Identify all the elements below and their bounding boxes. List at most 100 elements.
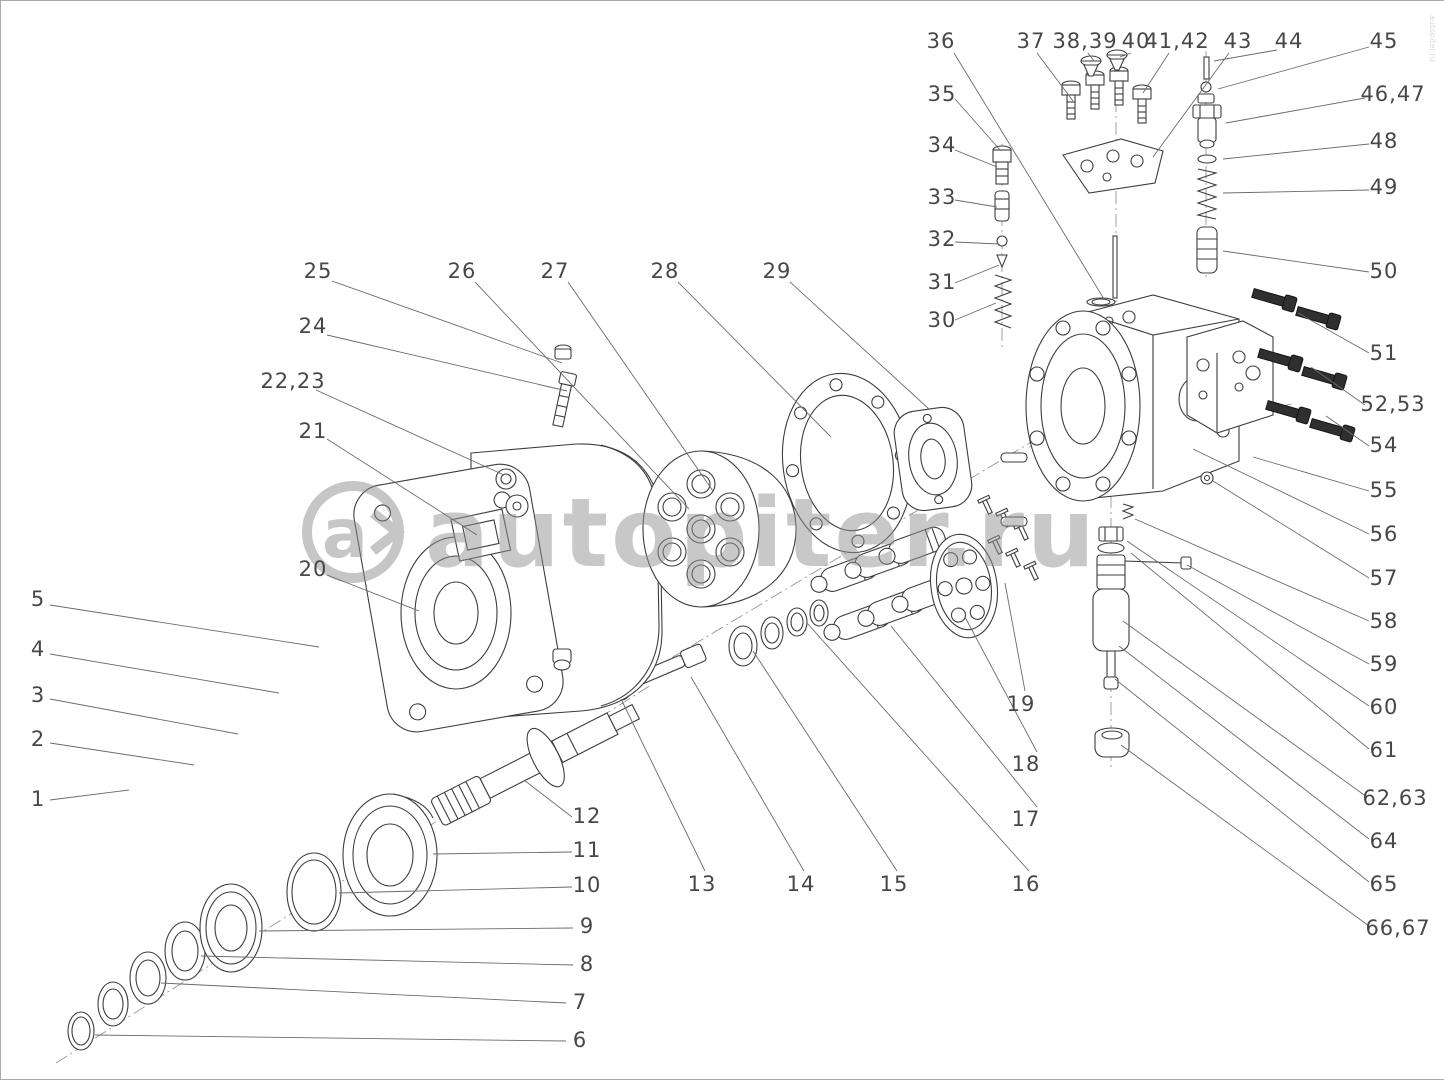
part-label-41-42: 41,42 bbox=[1144, 29, 1210, 53]
screw-57 bbox=[1200, 471, 1214, 485]
part-label-61: 61 bbox=[1369, 738, 1399, 762]
leader-line-24 bbox=[326, 334, 568, 392]
part-label-58: 58 bbox=[1369, 609, 1399, 633]
part-label-29: 29 bbox=[762, 259, 792, 283]
leader-line-46-47 bbox=[1225, 97, 1366, 124]
part-label-57: 57 bbox=[1369, 566, 1399, 590]
leader-line-25 bbox=[331, 280, 563, 364]
screws-38-40 bbox=[1080, 49, 1128, 77]
part-label-19: 19 bbox=[1006, 692, 1036, 716]
part-label-12: 12 bbox=[572, 804, 602, 828]
bolts-51-54 bbox=[1251, 288, 1356, 443]
leader-line-38-39 bbox=[1087, 52, 1095, 62]
leader-line-29 bbox=[789, 281, 930, 410]
valve-stack-30-35 bbox=[992, 145, 1013, 329]
part-label-34: 34 bbox=[927, 133, 957, 157]
stud-24-bolt-25 bbox=[552, 344, 578, 428]
leader-line-37 bbox=[1036, 52, 1074, 102]
leader-line-20 bbox=[326, 574, 420, 612]
leader-line-4 bbox=[49, 653, 280, 694]
leader-line-40 bbox=[1119, 52, 1132, 58]
part-label-28: 28 bbox=[650, 259, 680, 283]
leader-line-65 bbox=[1114, 678, 1370, 883]
leader-line-57 bbox=[1212, 480, 1370, 579]
leader-line-28 bbox=[677, 281, 832, 438]
watermark: a autopiter.ru autopiter.ru bbox=[302, 15, 1437, 589]
leader-line-44 bbox=[1213, 49, 1278, 62]
leader-line-7 bbox=[160, 982, 567, 1004]
part-label-44: 44 bbox=[1274, 29, 1304, 53]
part-label-8: 8 bbox=[579, 952, 595, 976]
lower-valve-58-67 bbox=[1092, 503, 1192, 758]
leader-line-58 bbox=[1134, 518, 1370, 622]
leader-line-56 bbox=[1192, 448, 1370, 535]
leader-line-54 bbox=[1325, 415, 1370, 447]
part-label-55: 55 bbox=[1369, 478, 1399, 502]
leader-line-60 bbox=[1126, 540, 1370, 707]
parts-group bbox=[67, 49, 1356, 1051]
leader-line-62-63 bbox=[1122, 620, 1368, 798]
part-label-21: 21 bbox=[298, 419, 328, 443]
part-label-48: 48 bbox=[1369, 129, 1399, 153]
leader-line-36 bbox=[953, 52, 1105, 300]
leader-line-41-42 bbox=[1142, 52, 1170, 94]
leader-line-61 bbox=[1130, 552, 1370, 750]
part-label-43: 43 bbox=[1223, 29, 1253, 53]
leader-line-33 bbox=[954, 199, 998, 208]
part-label-52-53: 52,53 bbox=[1360, 392, 1426, 416]
part-label-31: 31 bbox=[927, 270, 957, 294]
part-label-56: 56 bbox=[1369, 522, 1399, 546]
leader-line-6 bbox=[94, 1034, 567, 1042]
leader-line-22-23 bbox=[315, 389, 505, 476]
locating-pins bbox=[1000, 452, 1028, 527]
retainer-plate-18 bbox=[929, 533, 999, 639]
part-label-54: 54 bbox=[1369, 433, 1399, 457]
leader-line-52-53 bbox=[1310, 366, 1366, 406]
leader-line-45 bbox=[1217, 46, 1370, 90]
bolts-37-41-42 bbox=[1061, 66, 1152, 124]
watermark-corner-text: autopiter.ru bbox=[1428, 15, 1437, 62]
part-label-14: 14 bbox=[786, 872, 816, 896]
leader-line-21 bbox=[326, 438, 478, 536]
seat-48 bbox=[1197, 154, 1217, 164]
part-label-26: 26 bbox=[447, 259, 477, 283]
housing-20-21 bbox=[353, 443, 663, 733]
spring-49 bbox=[1195, 168, 1219, 220]
part-label-37: 37 bbox=[1016, 29, 1046, 53]
watermark-logo-arrow bbox=[369, 509, 406, 555]
leader-line-64 bbox=[1118, 645, 1370, 840]
leader-line-30 bbox=[954, 302, 997, 321]
valve-plate-29 bbox=[893, 406, 973, 512]
leader-line-55 bbox=[1252, 456, 1370, 492]
part-label-60: 60 bbox=[1369, 695, 1399, 719]
leader-line-15 bbox=[752, 650, 898, 872]
part-label-62-63: 62,63 bbox=[1362, 786, 1428, 810]
leader-line-49 bbox=[1222, 189, 1370, 194]
fitting-46-47 bbox=[1192, 104, 1222, 149]
part-label-22-23: 22,23 bbox=[260, 369, 326, 393]
part-label-20: 20 bbox=[298, 557, 328, 581]
part-label-9: 9 bbox=[579, 914, 595, 938]
part-label-49: 49 bbox=[1369, 175, 1399, 199]
part-label-30: 30 bbox=[927, 308, 957, 332]
pistons-17 bbox=[810, 526, 959, 641]
part-label-36: 36 bbox=[926, 29, 956, 53]
control-valve-block-55 bbox=[1186, 320, 1274, 434]
part-label-13: 13 bbox=[687, 872, 717, 896]
part-label-35: 35 bbox=[927, 82, 957, 106]
part-label-7: 7 bbox=[572, 990, 588, 1014]
part-label-18: 18 bbox=[1011, 752, 1041, 776]
leader-line-50 bbox=[1222, 250, 1370, 273]
part-label-11: 11 bbox=[572, 838, 602, 862]
part-label-17: 17 bbox=[1011, 807, 1041, 831]
leader-line-35 bbox=[954, 98, 1002, 152]
part-label-4: 4 bbox=[30, 637, 46, 661]
leader-line-66-67 bbox=[1120, 744, 1370, 927]
part-label-2: 2 bbox=[30, 727, 46, 751]
leader-line-10 bbox=[338, 886, 573, 894]
bearing-11 bbox=[342, 793, 438, 917]
part-label-5: 5 bbox=[30, 587, 46, 611]
spool-50 bbox=[1196, 226, 1218, 274]
leader-line-17 bbox=[890, 625, 1038, 808]
